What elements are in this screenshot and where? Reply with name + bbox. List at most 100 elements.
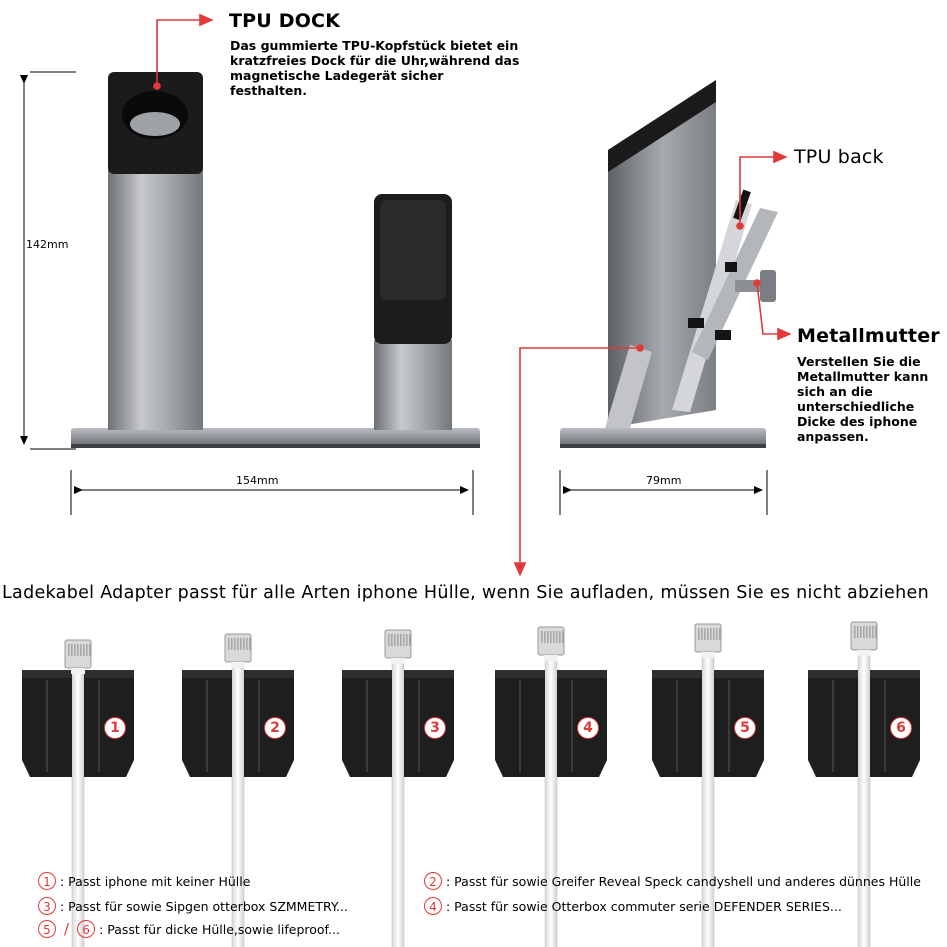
legend-number-6: 6	[77, 920, 96, 938]
plug-contact	[388, 634, 390, 646]
plug-contact	[863, 626, 865, 638]
plug-contact	[713, 628, 715, 640]
plug-contact	[80, 644, 82, 656]
plug-contact	[710, 628, 712, 640]
adapter-number-1: 1	[104, 717, 126, 739]
plug-neck	[857, 650, 871, 656]
metallmutter-desc-line: Dicke des iphone	[797, 414, 918, 429]
plug-contact	[716, 628, 718, 640]
side-view-stand	[560, 80, 778, 448]
plug-contact	[562, 631, 564, 643]
adapter-groove	[519, 680, 521, 772]
plug-contact	[704, 628, 706, 640]
plug-contact	[872, 626, 874, 638]
adapter-cable-slot	[858, 670, 870, 777]
legend-item-1: 1 : Passt iphone mit keiner Hülle	[38, 872, 250, 890]
plug-contact	[707, 628, 709, 640]
adapter-groove	[366, 680, 368, 772]
plug-contact	[77, 644, 79, 656]
tpu-dock-description: Das gummierte TPU-Kopfstück bietet ein k…	[230, 38, 519, 98]
plug-neck	[391, 658, 405, 664]
adapter-cable-slot	[392, 670, 404, 777]
dimension-height-label: 142mm	[26, 238, 69, 251]
adapter-6	[808, 621, 920, 947]
plug-contact	[544, 631, 546, 643]
plug-contact	[547, 631, 549, 643]
adapter-cable-slot	[232, 670, 244, 777]
adapter-cable-slot	[545, 670, 557, 777]
plug-contact	[86, 644, 88, 656]
plug-neck	[231, 662, 245, 668]
adapter-number-4: 4	[577, 717, 599, 739]
adapter-5	[652, 623, 764, 947]
legend-number-1: 1	[38, 872, 56, 890]
metallmutter-title: Metallmutter	[797, 325, 940, 347]
tpu-dock-desc-line: Das gummierte TPU-Kopfstück bietet ein	[230, 38, 519, 53]
plug-contact	[857, 626, 859, 638]
tpu-dock-desc-line: magnetische Ladegerät sicher	[230, 68, 444, 83]
adapter-groove	[418, 680, 420, 772]
metallmutter-description: Verstellen Sie die Metallmutter kann sic…	[797, 354, 928, 444]
legend-separator: /	[64, 920, 70, 938]
legend-text-4: : Passt für sowie Otterbox commuter seri…	[446, 898, 842, 914]
legend-item-3: 3 : Passt für sowie Sipgen otterbox SZMM…	[38, 897, 348, 915]
tpu-back-title: TPU back	[794, 146, 884, 168]
legend-item-5-6: 5 / 6 : Passt für dicke Hülle,sowie life…	[38, 920, 340, 938]
adapter-cable-slot	[72, 670, 84, 777]
plug-contact	[237, 638, 239, 650]
front-view-stand	[71, 72, 480, 448]
adapter-groove	[98, 680, 100, 772]
legend-number-2: 2	[424, 872, 442, 890]
adapter-groove	[832, 680, 834, 772]
plug-contact	[249, 638, 251, 650]
plug-contact	[74, 644, 76, 656]
plug-contact	[866, 626, 868, 638]
plug-contact	[246, 638, 248, 650]
legend-number-5: 5	[38, 920, 56, 938]
plug-contact	[559, 631, 561, 643]
dimension-lines	[20, 71, 768, 515]
legend-item-2: 2 : Passt für sowie Greifer Reveal Speck…	[424, 872, 921, 890]
plug-contact	[719, 628, 721, 640]
legend-item-4: 4 : Passt für sowie Otterbox commuter se…	[424, 897, 842, 915]
legend-text-1: : Passt iphone mit keiner Hülle	[60, 873, 251, 889]
tpu-dock-desc-line: festhalten.	[230, 83, 308, 98]
adapter-number-5: 5	[734, 717, 756, 739]
plug-contact	[240, 638, 242, 650]
legend-text-5-6: : Passt für dicke Hülle,sowie lifeproof.…	[99, 921, 340, 937]
plug-contact	[553, 631, 555, 643]
plug-contact	[71, 644, 73, 656]
plug-contact	[231, 638, 233, 650]
plug-neck	[71, 668, 85, 674]
legend-number-4: 4	[424, 897, 442, 915]
adapter-number-2: 2	[264, 717, 286, 739]
plug-contact	[541, 631, 543, 643]
plug-contact	[698, 628, 700, 640]
plug-contact	[234, 638, 236, 650]
plug-neck	[544, 655, 558, 661]
tpu-dock-desc-line: kratzfreies Dock für die Uhr,während das	[230, 53, 520, 68]
adapter-groove	[571, 680, 573, 772]
dimension-width-label: 154mm	[236, 474, 279, 487]
adapter-headline: Ladekabel Adapter passt für alle Arten i…	[2, 583, 929, 603]
plug-contact	[394, 634, 396, 646]
legend-text-3: : Passt für sowie Sipgen otterbox SZMMET…	[60, 898, 348, 914]
legend-text-2: : Passt für sowie Greifer Reveal Speck c…	[446, 873, 921, 889]
adapter-groove	[46, 680, 48, 772]
adapter-2	[182, 633, 294, 947]
adapter-set	[22, 621, 920, 947]
adapter-groove	[728, 680, 730, 772]
plug-contact	[243, 638, 245, 650]
callout-lines	[153, 13, 792, 577]
metallmutter-desc-line: Metallmutter kann	[797, 369, 929, 384]
metallmutter-desc-line: unterschiedliche	[797, 399, 915, 414]
plug-contact	[83, 644, 85, 656]
plug-contact	[397, 634, 399, 646]
adapter-groove	[676, 680, 678, 772]
plug-contact	[68, 644, 70, 656]
plug-contact	[406, 634, 408, 646]
plug-contact	[403, 634, 405, 646]
legend-number-3: 3	[38, 897, 56, 915]
tpu-dock-title: TPU DOCK	[229, 10, 341, 32]
